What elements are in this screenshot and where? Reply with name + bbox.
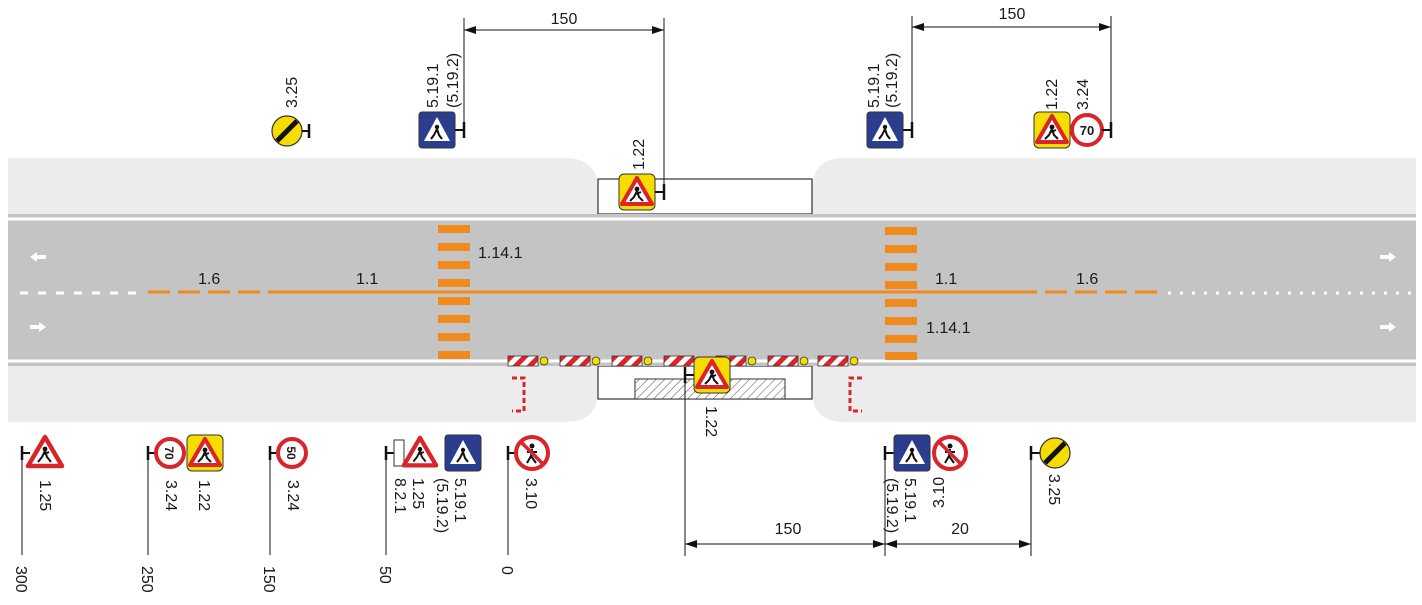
sign-code-1-22-top-right: 1.22 — [1044, 79, 1061, 110]
sign-code-5-19-2-bottom-right: (5.19.2) — [883, 478, 900, 533]
pedestrian-crossing-warning-icon — [1032, 110, 1072, 150]
sign-code-3-25-top: 3.25 — [284, 77, 301, 108]
direction-arrow-icon — [30, 252, 1396, 332]
pedestrian-crossing-square-icon — [418, 111, 456, 149]
sign-1-22-3-24-top-right: 70 1.22 3.24 — [1032, 79, 1113, 150]
crosswalk-left — [438, 225, 470, 359]
sign-3-10-at-0: 3.10 — [506, 435, 550, 509]
distance-label-0: 0 — [498, 566, 515, 575]
speed-limit-icon: 50 — [276, 437, 308, 469]
sign-code-5-19-2-top-right: (5.19.2) — [884, 53, 901, 108]
sign-code-8-2-1: 8.2.1 — [391, 478, 408, 514]
sign-code-1-25-at-300: 1.25 — [36, 480, 53, 511]
speed-limit-icon: 70 — [1070, 113, 1104, 147]
roadway — [8, 158, 1416, 422]
pedestrian-crossing-warning-icon — [692, 355, 732, 395]
sign-5-19-1-3-10-bottom-right: 5.19.1 (5.19.2) 3.10 — [883, 434, 968, 533]
speed-limit-value: 70 — [1080, 123, 1094, 138]
sign-code-5-19-1-top-left: 5.19.1 — [425, 63, 442, 108]
sign-3-25-top: 3.25 — [272, 77, 311, 146]
pedestrian-crossing-square-icon — [444, 434, 482, 472]
sign-1-22-center-top: 1.22 — [617, 139, 666, 212]
sign-code-3-25-bottom: 3.25 — [1045, 474, 1062, 505]
end-of-restrictions-icon — [1040, 438, 1070, 468]
speed-limit-icon: 70 — [154, 437, 186, 469]
distance-plate — [393, 439, 405, 467]
sign-3-25-bottom: 3.25 — [1029, 438, 1070, 505]
distance-label-150: 150 — [260, 566, 277, 593]
pedestrian-crossing-square-icon — [893, 434, 931, 472]
marking-label-1-1-right: 1.1 — [935, 271, 957, 288]
sign-code-3-24-top-right: 3.24 — [1075, 79, 1092, 110]
sign-code-1-22-center-top: 1.22 — [631, 139, 648, 170]
sign-5-19-1-top-right: 5.19.1 (5.19.2) — [866, 53, 914, 149]
end-of-restrictions-icon — [272, 116, 302, 146]
distance-markers — [21, 460, 509, 555]
sign-5-19-1-top-left: 5.19.1 (5.19.2) — [418, 53, 466, 149]
distance-label-50: 50 — [376, 566, 393, 584]
sign-1-25-8-2-1-5-19-1-at-50: 1.25 8.2.1 5.19.1 (5.19.2) — [384, 434, 482, 533]
pedestrian-crossing-square-icon — [866, 111, 904, 149]
sign-code-5-19-1-top-right: 5.19.1 — [866, 63, 883, 108]
marking-label-1-1-left: 1.1 — [356, 271, 378, 288]
crosswalk-label-right: 1.14.1 — [926, 320, 971, 337]
dimension-value-top-left: 150 — [551, 11, 578, 28]
sign-code-1-25-at-50: 1.25 — [409, 478, 426, 509]
sign-code-3-10-bottom-right: 3.10 — [931, 477, 948, 508]
distance-label-250: 250 — [138, 566, 155, 593]
crosswalk-label-left: 1.14.1 — [478, 245, 523, 262]
sign-code-1-22-at-250: 1.22 — [195, 480, 212, 511]
dimension-bottom-side: 20 — [885, 460, 1032, 556]
dimension-value-bottom-side: 20 — [951, 521, 969, 538]
dimension-value-top-right: 150 — [999, 6, 1026, 23]
sign-1-25-at-300: 1.25 — [20, 437, 62, 511]
temporary-barriers — [507, 355, 862, 413]
sign-code-5-19-1-bottom-right: 5.19.1 — [901, 478, 918, 523]
sign-code-5-19-2-bottom-left: (5.19.2) — [433, 478, 450, 533]
no-pedestrians-icon — [514, 435, 550, 471]
speed-limit-value: 70 — [162, 446, 176, 460]
dimension-value-bottom-main: 150 — [775, 521, 802, 538]
dimension-bottom-main: 150 — [684, 383, 886, 556]
carriageway — [8, 214, 1416, 366]
crosswalk-right — [885, 227, 917, 360]
no-pedestrians-icon — [932, 435, 968, 471]
pedestrian-crossing-warning-icon — [185, 433, 225, 473]
sign-code-3-10-at-0: 3.10 — [522, 478, 539, 509]
sign-code-5-19-2-top-left: (5.19.2) — [445, 53, 462, 108]
road-works-warning-icon — [28, 437, 62, 466]
marking-label-1-6-left: 1.6 — [198, 271, 220, 288]
sign-code-5-19-1-bottom-left: 5.19.1 — [451, 478, 468, 523]
marking-label-1-6-right: 1.6 — [1076, 271, 1098, 288]
dimension-top-right: 150 — [911, 6, 1112, 124]
sign-1-22-center-bottom: 1.22 — [683, 355, 732, 437]
distance-label-300: 300 — [12, 566, 29, 593]
sign-code-3-24-at-150: 3.24 — [284, 480, 301, 511]
sign-3-24-at-150: 50 3.24 — [268, 437, 308, 511]
pedestrian-crossing-warning-icon — [617, 172, 657, 212]
dimension-top-left: 150 — [463, 11, 665, 186]
sign-code-3-24-at-250: 3.24 — [162, 480, 179, 511]
road-works-warning-icon — [404, 438, 436, 466]
sign-3-24-1-22-at-250: 70 3.24 1.22 — [146, 433, 225, 511]
sign-code-1-22-center-bottom: 1.22 — [702, 406, 719, 437]
speed-limit-value: 50 — [284, 446, 298, 460]
